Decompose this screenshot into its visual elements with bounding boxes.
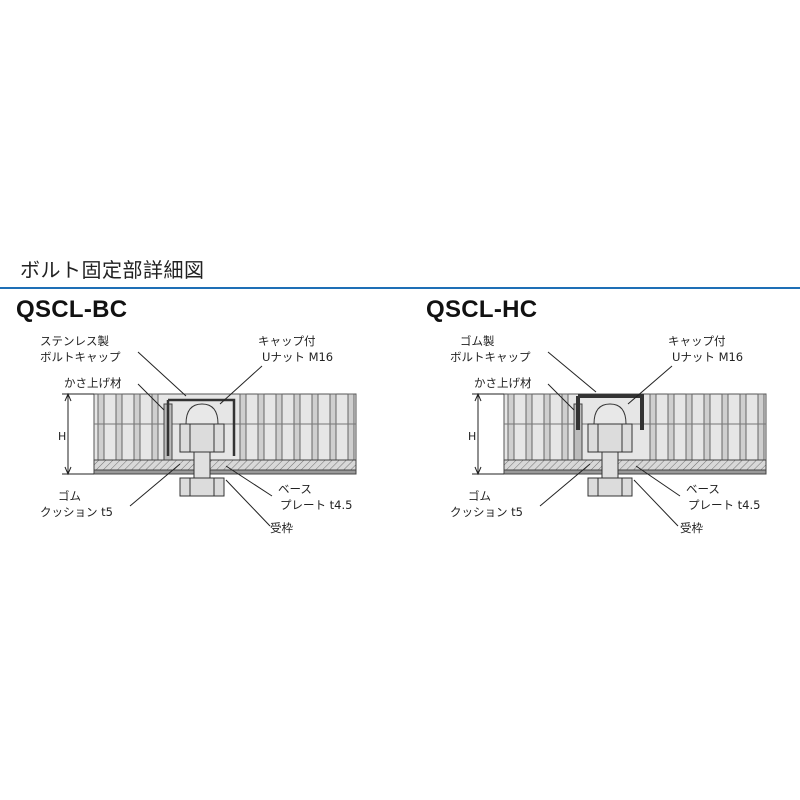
grating-hc — [503, 393, 767, 461]
label-nut-line2-hc: Uナット M16 — [672, 350, 743, 364]
label-cushion-line1-hc: ゴム — [468, 489, 491, 503]
label-raise-hc: かさ上げ材 — [474, 376, 532, 390]
base-plate-hc — [503, 459, 767, 471]
page-title: ボルト固定部詳細図 — [20, 258, 205, 282]
cap-nut-bc — [179, 403, 225, 453]
leader-frame-hc — [633, 479, 679, 527]
cap-nut-hc — [587, 403, 633, 453]
label-cushion-line2-hc: クッション t5 — [450, 505, 523, 519]
bolt-bc — [179, 451, 225, 497]
label-plate-line2-bc: プレート t4.5 — [280, 498, 352, 512]
leader-raise-bc — [137, 383, 165, 411]
detail-hc: H ゴム製 ボルトキャップ キャップ付 Uナット M16 かさ上げ材 ゴム クッ… — [450, 334, 767, 535]
label-frame-hc: 受枠 — [680, 521, 703, 535]
label-cap-line2-bc: ボルトキャップ — [40, 350, 121, 364]
label-cushion-line1-bc: ゴム — [58, 489, 81, 503]
leader-plate-bc — [225, 465, 273, 497]
label-plate-line2-hc: プレート t4.5 — [688, 498, 760, 512]
leader-frame-bc — [225, 479, 271, 527]
leader-plate-hc — [635, 465, 681, 497]
detail-bc: H ステンレス製 ボルトキャップ キャップ付 Uナット M16 かさ上げ材 ゴム… — [40, 334, 357, 535]
leader-cap-bc — [137, 351, 187, 397]
leader-cushion-bc — [129, 463, 181, 507]
label-nut-line1-bc: キャップ付 — [258, 334, 316, 348]
label-plate-line1-hc: ベース — [686, 482, 720, 496]
label-plate-line1-bc: ベース — [278, 482, 312, 496]
height-dimension-bc — [62, 392, 94, 476]
label-frame-bc: 受枠 — [270, 521, 293, 535]
leader-cap-hc — [547, 351, 597, 393]
label-nut-line1-hc: キャップ付 — [668, 334, 726, 348]
bolt-hc — [587, 451, 633, 497]
model-title-hc: QSCL-HC — [426, 296, 538, 323]
grating-bc — [93, 393, 357, 461]
label-cap-line2-hc: ボルトキャップ — [450, 350, 531, 364]
label-nut-line2-bc: Uナット M16 — [262, 350, 333, 364]
title-rule — [0, 287, 800, 289]
height-dimension-hc — [472, 392, 504, 476]
label-h-bc: H — [58, 430, 66, 443]
label-cap-line1-hc: ゴム製 — [460, 334, 495, 348]
bolt-cap-bc — [166, 398, 236, 456]
label-cap-line1-bc: ステンレス製 — [40, 334, 109, 348]
label-raise-bc: かさ上げ材 — [64, 376, 122, 390]
leader-raise-hc — [547, 383, 575, 411]
leader-cushion-hc — [539, 463, 591, 507]
leader-nut-hc — [627, 365, 673, 405]
base-plate-bc — [93, 459, 357, 471]
bolt-cap-hc — [576, 394, 644, 430]
leader-nut-bc — [219, 365, 263, 405]
label-h-hc: H — [468, 430, 476, 443]
model-title-bc: QSCL-BC — [16, 296, 128, 323]
label-cushion-line2-bc: クッション t5 — [40, 505, 113, 519]
